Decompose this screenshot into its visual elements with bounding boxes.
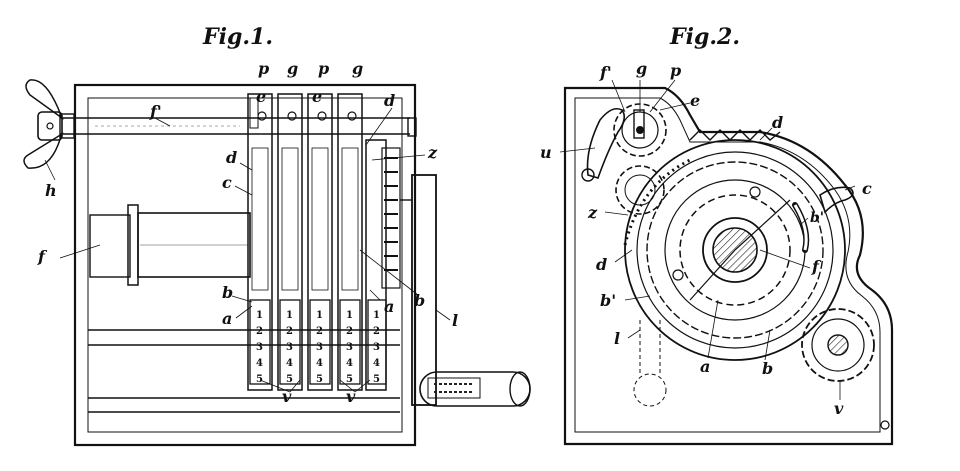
figure-2: Fig.2. (540, 24, 894, 446)
label-d: d (384, 91, 395, 110)
wheel-digit: 4 (373, 358, 380, 369)
label-e: e (690, 91, 700, 110)
fig2-labels: f' g p e u d c z b' d f b' l a b v (540, 59, 872, 418)
label-g: g (636, 59, 647, 78)
fig1-housing (73, 83, 417, 447)
fig2-main-wheel (623, 129, 846, 361)
fig2-lower-gear (801, 308, 875, 382)
fig2-leader-lines (559, 79, 856, 400)
wheel-digit: 2 (316, 326, 323, 337)
label-f-prime: f' (599, 63, 612, 82)
wheel-digit: 3 (256, 342, 263, 353)
label-l: l (614, 329, 620, 348)
label-p: p (670, 61, 681, 80)
label-a: a (384, 297, 394, 316)
wheel-digit: 1 (316, 310, 323, 321)
label-e: e (256, 87, 266, 106)
figure-1: Fig.1. (23, 24, 531, 447)
fig2-lever (586, 107, 626, 179)
wheel-digit: 3 (373, 342, 380, 353)
wheel-digit: 3 (346, 342, 353, 353)
label-b-prime: b' (810, 210, 824, 226)
wheel-digit: 5 (346, 374, 353, 385)
wheel-digit: 2 (256, 326, 263, 337)
label-d: d (772, 113, 783, 132)
label-b: b (762, 359, 773, 378)
figure-2-title: Fig.2. (669, 24, 740, 50)
wheel-digit: 4 (286, 358, 293, 369)
fig1-wing-nut (23, 79, 75, 169)
label-a: a (222, 309, 232, 328)
fig2-housing (563, 86, 894, 446)
fig1-labels: p g p g e e d f' z d c h f b a a b l v v (37, 59, 458, 406)
wheel-digit: 1 (373, 310, 380, 321)
label-f-prime: f' (149, 102, 162, 121)
wheel-digit: 2 (346, 326, 353, 337)
label-d: d (596, 255, 607, 274)
label-f: f (37, 247, 48, 266)
label-a: a (700, 357, 710, 376)
wheel-digit: 2 (373, 326, 380, 337)
label-b: b (414, 291, 425, 310)
wheel-digit: 5 (286, 374, 293, 385)
fig1-bottom-rods (88, 329, 400, 413)
fig1-wheel-digits: 1 2 3 4 5 1 2 3 4 5 1 2 3 4 5 1 2 3 4 5 … (256, 310, 380, 385)
label-e: e (312, 87, 322, 106)
label-h: h (45, 181, 57, 200)
wheel-digit: 1 (286, 310, 293, 321)
label-p: p (258, 59, 269, 78)
label-b: b (222, 283, 233, 302)
label-z: z (427, 143, 438, 162)
fig1-main-shaft (89, 204, 251, 286)
wheel-digit: 4 (316, 358, 323, 369)
figure-1-title: Fig.1. (202, 24, 273, 50)
label-v: v (834, 399, 844, 418)
label-p: p (318, 59, 329, 78)
wheel-digit: 5 (373, 374, 380, 385)
label-f: f (811, 257, 822, 276)
wheel-digit: 4 (256, 358, 263, 369)
wheel-digit: 2 (286, 326, 293, 337)
label-g: g (352, 59, 363, 78)
label-z: z (587, 203, 598, 222)
fig1-top-shaft (60, 117, 417, 137)
label-d: d (226, 148, 237, 167)
wheel-digit: 5 (316, 374, 323, 385)
label-u: u (540, 143, 552, 162)
label-b-prime: b' (600, 291, 616, 310)
label-v: v (282, 387, 292, 406)
label-c: c (222, 173, 232, 192)
wheel-digit: 5 (256, 374, 263, 385)
fig1-counter-columns (247, 93, 401, 391)
wheel-digit: 4 (346, 358, 353, 369)
label-g: g (287, 59, 298, 78)
label-c: c (862, 179, 872, 198)
fig1-leader-lines (44, 107, 451, 393)
label-v: v (346, 387, 356, 406)
fig2-dashed-lever (633, 320, 667, 407)
fig2-arm (819, 186, 854, 214)
label-l: l (452, 311, 458, 330)
wheel-digit: 3 (316, 342, 323, 353)
wheel-digit: 1 (346, 310, 353, 321)
wheel-digit: 3 (286, 342, 293, 353)
wheel-digit: 1 (256, 310, 263, 321)
